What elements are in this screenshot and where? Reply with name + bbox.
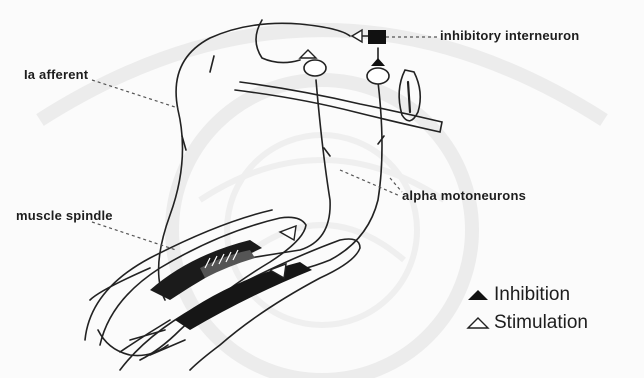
inhibition-terminal — [371, 58, 385, 66]
leader-alpha-motoneurons-2 — [390, 178, 402, 192]
label-muscle-spindle: muscle spindle — [16, 208, 113, 223]
legend-stimulation-label: Stimulation — [494, 312, 588, 334]
label-ia-afferent: Ia afferent — [24, 67, 88, 82]
label-alpha-motoneurons: alpha motoneurons — [402, 188, 526, 203]
stimulation-terminal-1 — [300, 50, 316, 58]
legend-inhibition-label: Inhibition — [494, 284, 570, 306]
spinal-cord-outline — [235, 82, 442, 132]
leader-ia-afferent — [92, 80, 178, 108]
legend-inhibition-icon — [468, 290, 488, 300]
muscle-outline — [100, 217, 306, 360]
stimulation-terminal-2 — [352, 30, 362, 42]
alpha-motoneuron-cell-2 — [367, 68, 389, 84]
legend-stimulation-icon — [468, 318, 488, 328]
inhibitory-interneuron-cell — [368, 30, 386, 44]
leader-alpha-motoneurons-1 — [340, 170, 400, 196]
stimulation-terminal-3 — [280, 226, 296, 240]
alpha-motoneuron-cell-1 — [304, 60, 326, 76]
label-inhibitory-interneuron: inhibitory interneuron — [440, 28, 579, 43]
